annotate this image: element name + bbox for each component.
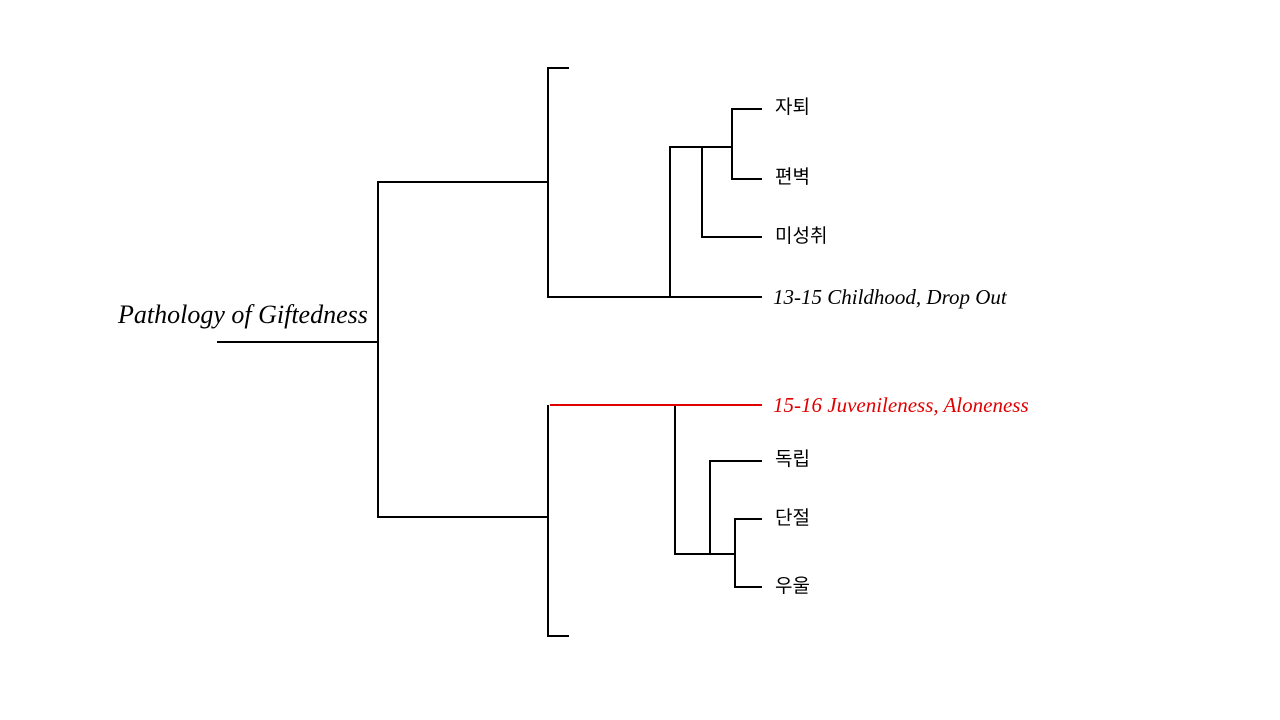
leaf-label-6: 우울 (775, 575, 810, 597)
leaf-label-2: 편벽 (775, 166, 810, 188)
leaf-label-3: 미성취 (775, 225, 828, 247)
root-label: Pathology of Giftedness (118, 300, 368, 329)
upper-heading-label: 13-15 Childhood, Drop Out (773, 285, 1007, 309)
leaf-label-1: 자퇴 (775, 96, 810, 118)
leaf-label-5: 단절 (775, 507, 810, 529)
leaf-label-4: 독립 (775, 448, 810, 470)
lower-heading-label: 15-16 Juvenileness, Aloneness (773, 393, 1029, 417)
